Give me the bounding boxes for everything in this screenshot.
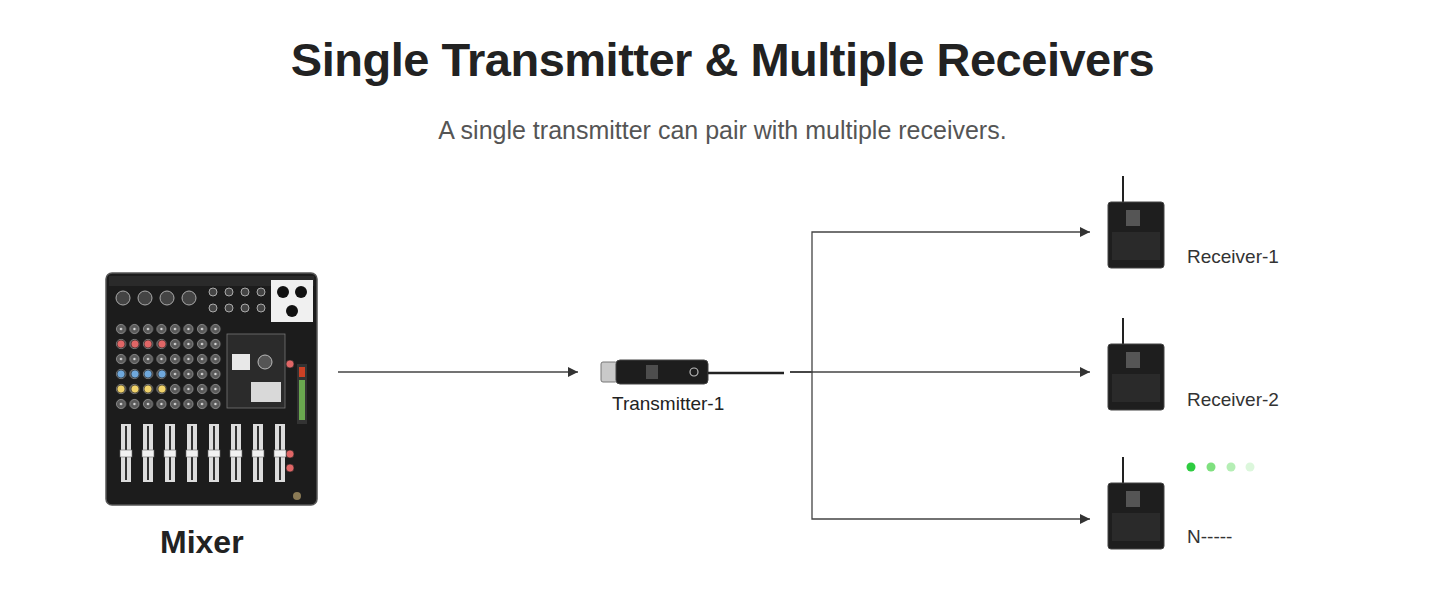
node-label: N-----	[1187, 526, 1232, 548]
ellipsis-dots	[1184, 460, 1258, 474]
arrow-connector	[338, 371, 578, 372]
receiver-display	[1126, 210, 1140, 226]
mixer-foot	[293, 492, 301, 500]
receiver-illustration	[1104, 174, 1168, 270]
node-label: Mixer	[160, 523, 244, 561]
mixer-node: Mixer	[100, 268, 338, 566]
receiver-face	[1112, 232, 1160, 260]
receiver-display	[1126, 352, 1140, 368]
effect-knob	[258, 355, 272, 369]
arrow-connector	[790, 371, 1090, 372]
input-jacks	[116, 288, 265, 312]
xlr-plug	[601, 362, 617, 382]
node-label: Receiver-2	[1187, 389, 1279, 411]
receiver-node: N-----	[1090, 452, 1302, 552]
receiver-antenna	[1122, 176, 1124, 204]
arrow-connector	[790, 232, 1090, 372]
mixer-body	[106, 273, 317, 505]
display-panel	[227, 334, 285, 408]
receiver-illustration	[1104, 316, 1168, 412]
output-jacks	[277, 286, 307, 317]
receiver-display	[1126, 491, 1140, 507]
receiver-antenna	[1122, 457, 1124, 485]
diagram-subtitle: A single transmitter can pair with multi…	[0, 115, 1445, 145]
wire-antenna	[708, 372, 784, 375]
channel-display	[646, 365, 658, 379]
diagram-title: Single Transmitter & Multiple Receivers	[0, 31, 1445, 89]
transmitter-illustration	[600, 356, 790, 388]
receiver-body	[1108, 483, 1164, 549]
lcd-screen	[232, 354, 250, 370]
node-label: Receiver-1	[1187, 246, 1279, 268]
transmitter-node: Transmitter-1	[578, 352, 790, 422]
receiver-body	[1108, 344, 1164, 410]
power-button	[690, 368, 698, 376]
knob-grid	[115, 322, 223, 412]
transmitter-body	[616, 360, 708, 384]
receiver-face	[1112, 513, 1160, 541]
receiver-node: Receiver-1	[1090, 172, 1302, 272]
receiver-illustration	[1104, 455, 1168, 551]
fader-strip	[115, 422, 291, 492]
arrow-connector	[790, 372, 1090, 519]
mixer-illustration	[105, 272, 318, 506]
receiver-node: Receiver-2	[1090, 314, 1302, 415]
level-meter	[297, 364, 307, 424]
receiver-face	[1112, 374, 1160, 402]
node-label: Transmitter-1	[612, 393, 724, 415]
receiver-body	[1108, 202, 1164, 268]
usb-panel	[251, 382, 281, 402]
output-panel	[271, 280, 313, 322]
receiver-antenna	[1122, 318, 1124, 346]
